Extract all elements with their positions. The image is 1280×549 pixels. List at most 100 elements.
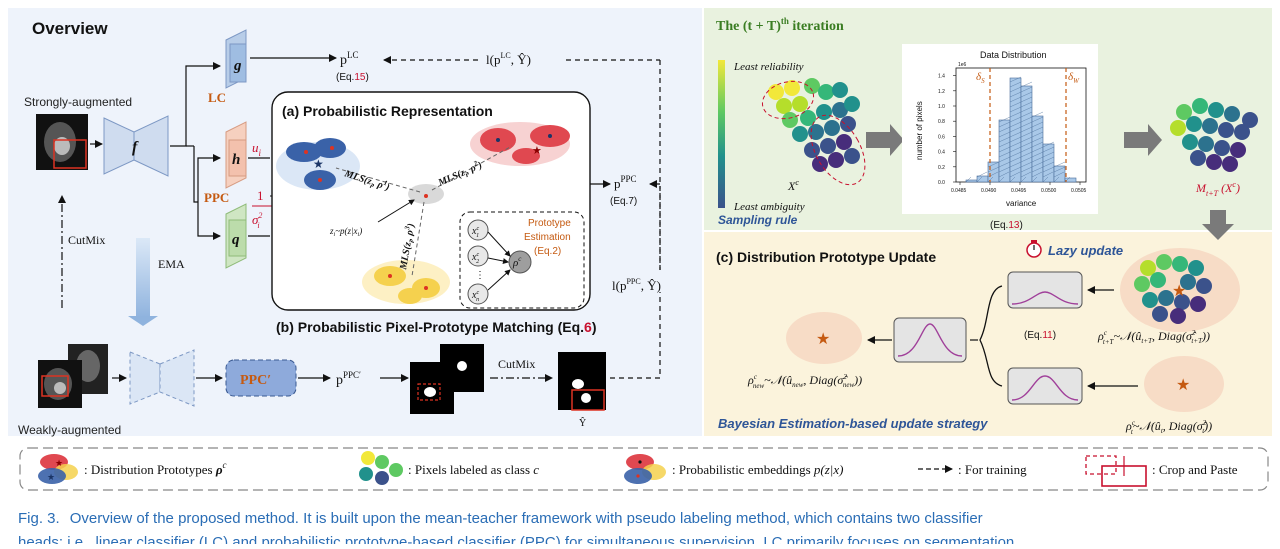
legend-training: : For training (958, 462, 1027, 477)
hist-hatch (1031, 161, 1044, 168)
hist-bar (976, 175, 989, 183)
hist-hatch (1031, 166, 1044, 173)
hist-hatch (998, 121, 1011, 128)
hist-bar (1064, 177, 1077, 183)
svg-text:★: ★ (313, 157, 324, 171)
ppc-prime-label: PPC′ (240, 373, 271, 388)
pixel-dot (804, 142, 820, 158)
hist-xlabel: variance (1006, 199, 1037, 208)
hist-hatch (1009, 96, 1022, 103)
ppc-head-h: h (225, 121, 247, 189)
hist-bar (1031, 115, 1044, 183)
overview-title: Overview (32, 19, 108, 38)
hist-hatch (1031, 156, 1044, 163)
hist-hatch (1042, 166, 1055, 173)
ppm-title: (b) Probabilistic Pixel-Prototype Matchi… (276, 319, 597, 335)
pixel-dot (1150, 272, 1166, 288)
one-over: 1 (257, 188, 264, 203)
hist-hatch (1031, 121, 1044, 128)
gaussian-box-lower (1007, 367, 1083, 405)
pixel-dot (1180, 274, 1196, 290)
hist-hatch (1042, 176, 1049, 183)
pixel-dot (1190, 150, 1206, 166)
hist-hatch (1020, 161, 1033, 168)
hist-bars (965, 76, 1077, 183)
lazy-update: Lazy update (1048, 243, 1123, 258)
hist-ytick-label: 1.2 (938, 89, 945, 95)
hist-hatch (998, 166, 1011, 173)
pixel-dot (800, 110, 816, 126)
hist-hatch (1020, 106, 1033, 113)
hist-hatch (1020, 166, 1033, 173)
pixel-dot (1198, 136, 1214, 152)
pixel-dot (792, 96, 808, 112)
hist-hatch (1031, 116, 1044, 123)
hist-ytick-label: 0.4 (938, 150, 945, 156)
hist-hatch (998, 116, 1011, 123)
eq11-ref: (Eq.11) (1024, 330, 1056, 341)
hist-hatch (998, 146, 1011, 153)
hist-hatch (1031, 146, 1044, 153)
pixel-dot (1218, 122, 1234, 138)
proto-est-eq: (Eq.2) (534, 246, 561, 257)
legend-prototypes: : Distribution Prototypes ρc (84, 460, 227, 477)
pixel-dot (844, 148, 860, 164)
prob-rep-title: (a) Probabilistic Representation (282, 103, 493, 119)
lc-head-g: g (225, 29, 247, 89)
hist-hatch (1020, 131, 1033, 138)
hist-hatch (1031, 171, 1043, 178)
hist-hatch (1009, 111, 1022, 118)
svg-text:★: ★ (55, 458, 63, 468)
hist-hatch (998, 141, 1011, 148)
pixel-dot (1152, 306, 1168, 322)
ambiguous-selection (810, 114, 866, 186)
loss-ppc: l(pPPC, Ŷ) (612, 277, 661, 293)
delta-s: δS (976, 71, 985, 85)
ema-label: EMA (158, 257, 185, 271)
least-ambiguity: Least ambiguity (733, 201, 805, 213)
arrow-to-m (1124, 124, 1162, 156)
hist-hatch (1031, 176, 1038, 183)
encoder-f: f (103, 115, 169, 177)
hist-ytick-label: 0.8 (938, 119, 945, 125)
pixel-dot (1196, 278, 1212, 294)
lc-label: LC (208, 90, 226, 105)
hist-hatch (998, 131, 1011, 138)
hist-hatch (1020, 96, 1033, 103)
pixel-dot (1188, 260, 1204, 276)
pixel-dot (1156, 254, 1172, 270)
caption-line-2: heads: i.e., linear classifier (LC) and … (18, 534, 1014, 544)
hist-hatch (1009, 136, 1022, 143)
hist-hatch (998, 156, 1011, 163)
hist-hatch (1042, 171, 1054, 178)
pixel-dot (1170, 308, 1186, 324)
hist-hatch (1009, 141, 1022, 148)
hist-bar (1053, 165, 1066, 183)
pixel-dot (816, 104, 832, 120)
hist-hatch (1009, 166, 1022, 173)
hist-hatch (1053, 166, 1066, 173)
hist-hatch (1020, 171, 1032, 178)
hist-xtick-label: 0.0500 (1041, 188, 1057, 194)
hist-hatch (987, 166, 1000, 173)
f-label: f (132, 139, 139, 156)
hist-hatch (1009, 81, 1022, 88)
hist-hatch (987, 176, 994, 183)
tT-cluster (1134, 254, 1212, 324)
ppc-head-q: q (225, 203, 247, 269)
weak-aug-images (38, 344, 108, 408)
hist-hatch (1042, 156, 1055, 163)
update-title: (c) Distribution Prototype Update (716, 249, 936, 265)
pixel-dot (840, 116, 856, 132)
hist-hatch (1020, 136, 1033, 143)
hist-hatch (1031, 131, 1044, 138)
hist-hatch (1042, 151, 1055, 158)
pixel-dot (768, 84, 784, 100)
hist-hatch (998, 176, 1005, 183)
pseudo-label-masks (410, 344, 484, 414)
pixel-dot (1234, 124, 1250, 140)
hist-hatch (1020, 141, 1033, 148)
